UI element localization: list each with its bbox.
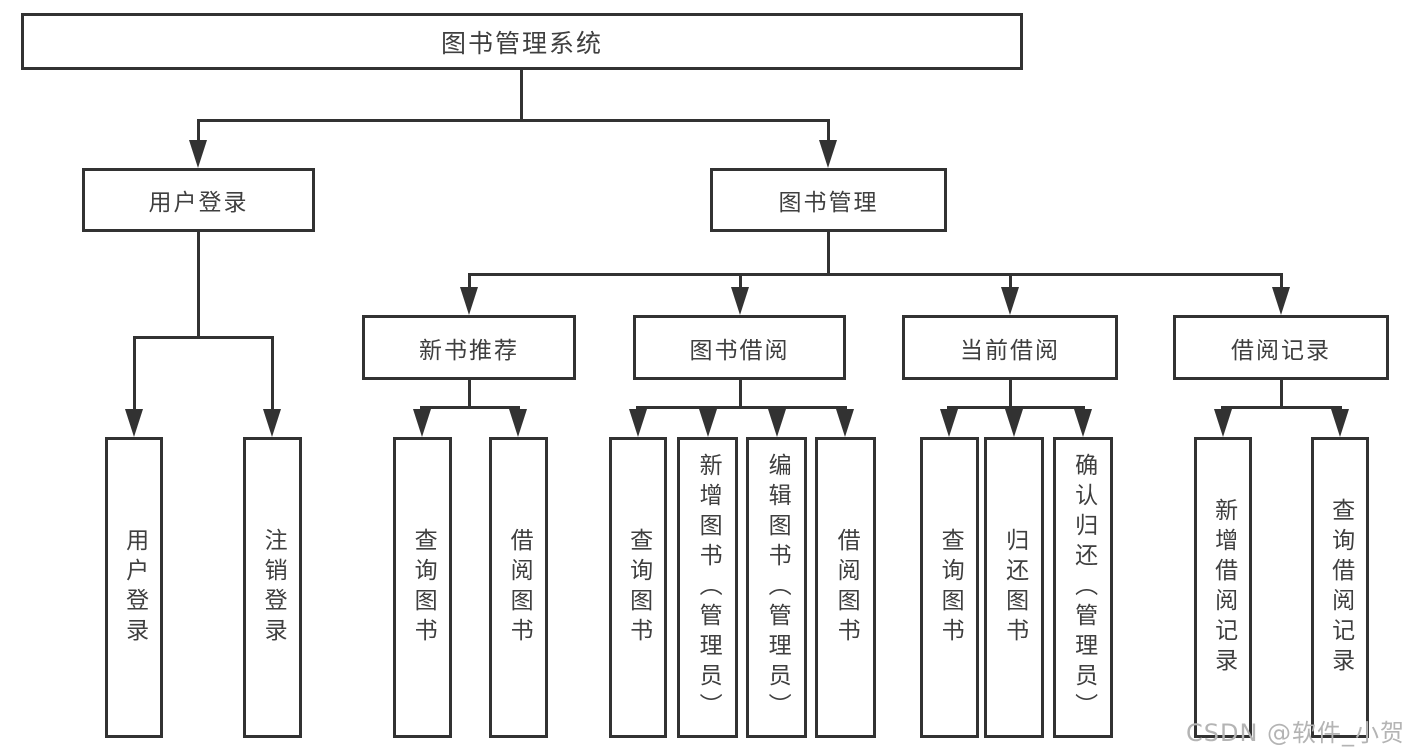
connector-mgmt-stem bbox=[827, 232, 830, 276]
connector-newbook-stem bbox=[468, 380, 471, 409]
arrow-down-icon bbox=[768, 409, 786, 437]
connector-bookborrow-stem bbox=[739, 380, 742, 409]
connector-newbook-rail bbox=[420, 406, 520, 409]
connector-user-login-leaf-drop bbox=[133, 336, 136, 411]
arrow-down-icon bbox=[125, 409, 143, 437]
leaf-borrow-edit-books-admin: 编辑图书（管理员） bbox=[746, 437, 807, 738]
leaf-records-query-record: 查询借阅记录 bbox=[1311, 437, 1369, 738]
arrow-down-icon bbox=[819, 140, 837, 168]
node-book-management: 图书管理 bbox=[710, 168, 947, 232]
connector-bookborrow-rail bbox=[636, 406, 847, 409]
connector-logout-leaf-drop bbox=[271, 336, 274, 411]
connector-current-drop bbox=[1009, 273, 1012, 290]
arrow-down-icon bbox=[1001, 287, 1019, 315]
node-user-login-group: 用户登录 bbox=[82, 168, 315, 232]
connector-user-group-stem bbox=[197, 232, 200, 339]
leaf-current-query-books: 查询图书 bbox=[920, 437, 979, 738]
node-book-borrowing: 图书借阅 bbox=[633, 315, 846, 380]
connector-root-stem bbox=[520, 69, 523, 122]
arrow-down-icon bbox=[460, 287, 478, 315]
arrow-down-icon bbox=[509, 409, 527, 437]
leaf-newbook-borrow-books: 借阅图书 bbox=[489, 437, 548, 738]
leaf-user-login: 用户登录 bbox=[105, 437, 163, 738]
arrow-down-icon bbox=[699, 409, 717, 437]
connector-current-rail bbox=[947, 406, 1085, 409]
arrow-down-icon bbox=[731, 287, 749, 315]
arrow-down-icon bbox=[189, 140, 207, 168]
connector-newbook-drop bbox=[468, 273, 471, 290]
node-borrowing-records: 借阅记录 bbox=[1173, 315, 1389, 380]
arrow-down-icon bbox=[263, 409, 281, 437]
arrow-down-icon bbox=[413, 409, 431, 437]
connector-records-rail bbox=[1221, 406, 1342, 409]
leaf-records-add-record: 新增借阅记录 bbox=[1194, 437, 1252, 738]
connector-user-group-rail bbox=[133, 336, 274, 339]
connector-current-stem bbox=[1009, 380, 1012, 409]
connector-bookborrow-drop bbox=[739, 273, 742, 290]
connector-user-login-drop bbox=[197, 119, 200, 143]
node-current-borrowing: 当前借阅 bbox=[902, 315, 1118, 380]
connector-level3-rail bbox=[468, 273, 1283, 276]
arrow-down-icon bbox=[836, 409, 854, 437]
leaf-logout: 注销登录 bbox=[243, 437, 302, 738]
leaf-borrow-query-books: 查询图书 bbox=[609, 437, 667, 738]
arrow-down-icon bbox=[1214, 409, 1232, 437]
arrow-down-icon bbox=[940, 409, 958, 437]
connector-records-stem bbox=[1280, 380, 1283, 409]
node-new-book-recommendation: 新书推荐 bbox=[362, 315, 576, 380]
arrow-down-icon bbox=[1005, 409, 1023, 437]
node-library-management-system: 图书管理系统 bbox=[21, 13, 1023, 70]
arrow-down-icon bbox=[1331, 409, 1349, 437]
connector-level1-rail bbox=[197, 119, 830, 122]
leaf-borrow-borrow-books: 借阅图书 bbox=[815, 437, 876, 738]
leaf-borrow-add-books-admin: 新增图书（管理员） bbox=[677, 437, 738, 738]
connector-book-mgmt-drop bbox=[827, 119, 830, 143]
leaf-newbook-query-books: 查询图书 bbox=[393, 437, 452, 738]
arrow-down-icon bbox=[1074, 409, 1092, 437]
arrow-down-icon bbox=[629, 409, 647, 437]
arrow-down-icon bbox=[1272, 287, 1290, 315]
leaf-current-return-books: 归还图书 bbox=[984, 437, 1044, 738]
watermark-text: CSDN @软件_小贺同学 bbox=[1186, 719, 1405, 747]
connector-records-drop bbox=[1280, 273, 1283, 290]
leaf-current-confirm-return-admin: 确认归还（管理员） bbox=[1053, 437, 1113, 738]
